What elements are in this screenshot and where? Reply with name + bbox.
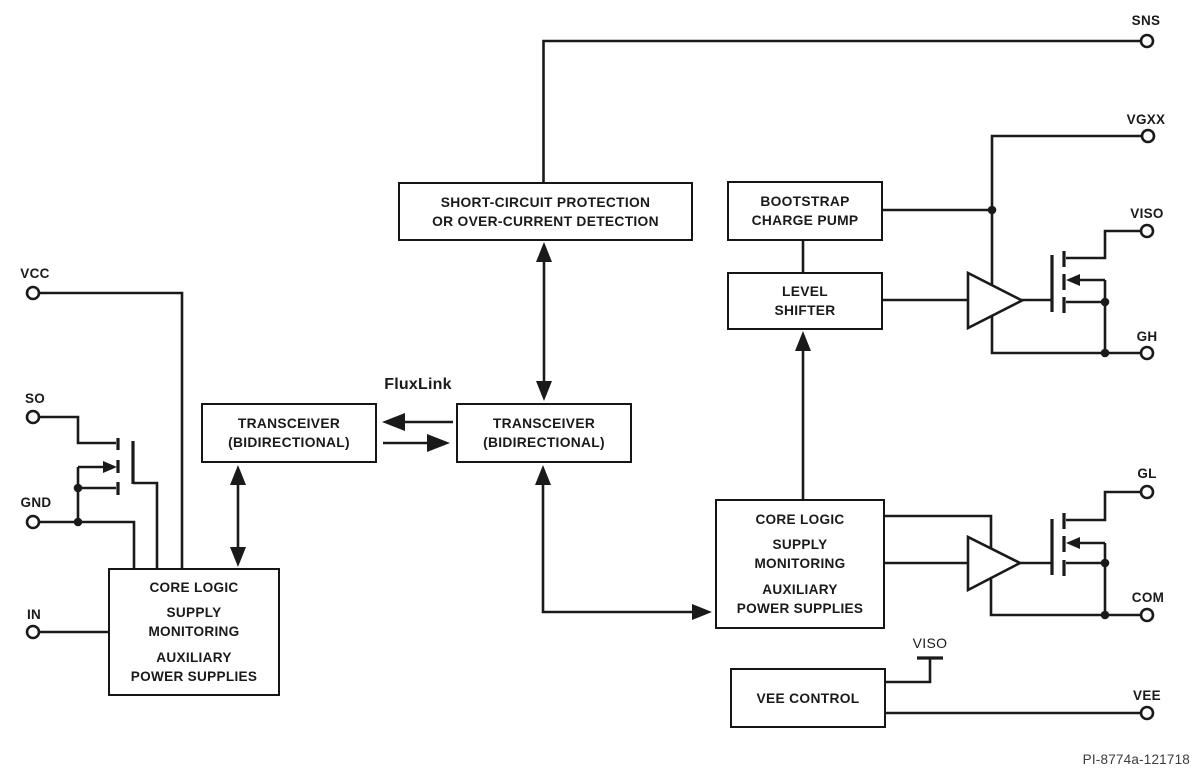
terminal-gnd-pin (25, 514, 41, 530)
block-label-line: CHARGE PUMP (751, 213, 859, 228)
block-label-line: SHIFTER (774, 303, 836, 318)
block-label-line: MONITORING (148, 624, 240, 639)
block-label-line: VEE CONTROL (756, 690, 860, 706)
block-label-line: LEVEL (782, 284, 828, 299)
terminal-vee-label: VEE (1133, 688, 1161, 703)
terminal-viso-top-label: VISO (1130, 206, 1164, 221)
terminal-viso-top-pin (1139, 223, 1155, 239)
wire-left-gate (133, 481, 159, 568)
arrowhead-top-mosfet-body-icon (1066, 274, 1080, 286)
terminal-gl-pin (1139, 484, 1155, 500)
terminal-so-label: SO (24, 391, 46, 406)
terminal-in-pin (25, 624, 41, 640)
terminal-vcc-pin (25, 285, 41, 301)
arrowhead-left-down-icon (230, 547, 246, 567)
bootstrap-charge-pump-block: BOOTSTRAP CHARGE PUMP (727, 181, 883, 241)
terminal-sns-label: SNS (1131, 13, 1161, 28)
arrowhead-flux-right-icon (427, 434, 450, 452)
block-label-line: AUXILIARY (156, 650, 232, 665)
arrowhead-levelshifter-up-icon (795, 331, 811, 351)
gate-driver-buffer-top-icon (966, 270, 1025, 331)
core-logic-left-block: CORE LOGIC SUPPLY MONITORING AUXILIARY P… (108, 568, 280, 696)
terminal-gh-label: GH (1136, 329, 1158, 344)
arrowhead-flux-left-icon (382, 413, 405, 431)
arrowhead-center-down-icon (536, 381, 552, 401)
wire-gnd (39, 520, 136, 568)
block-label-line: OR OVER-CURRENT DETECTION (432, 213, 659, 229)
wire-vcc (39, 291, 184, 568)
arrowhead-core-right-icon (692, 604, 712, 620)
terminal-com-pin (1139, 607, 1155, 623)
arrowhead-left-mosfet-body-icon (103, 461, 117, 473)
vee-control-block: VEE CONTROL (730, 668, 886, 728)
block-label-line: POWER SUPPLIES (130, 669, 258, 684)
terminal-vcc-label: VCC (20, 266, 50, 281)
fluxlink-label: FluxLink (384, 376, 452, 393)
terminal-gnd-label: GND (20, 495, 52, 510)
level-shifter-block: LEVEL SHIFTER (727, 272, 883, 330)
arrow-line-transceiver-to-core (541, 482, 695, 614)
gate-driver-buffer-bottom-icon (966, 534, 1023, 593)
block-label-line: TRANSCEIVER (492, 416, 596, 431)
block-label-line: SHORT-CIRCUIT PROTECTION (440, 194, 651, 210)
arrowhead-transceiver-up-icon (535, 465, 551, 485)
block-label-line: SUPPLY (166, 605, 222, 620)
terminal-in-label: IN (26, 607, 42, 622)
arrowhead-center-up-icon (536, 242, 552, 262)
terminal-vgxx-label: VGXX (1126, 112, 1166, 127)
figure-id-label: PI-8774a-121718 (1082, 752, 1190, 767)
block-label-line: POWER SUPPLIES (736, 601, 864, 616)
core-logic-right-block: CORE LOGIC SUPPLY MONITORING AUXILIARY P… (715, 499, 885, 629)
terminal-vgxx-pin (1140, 128, 1156, 144)
block-label-line: AUXILIARY (762, 582, 838, 597)
wire-bottom-drain-gl (1066, 490, 1141, 522)
junction-dot (73, 483, 83, 493)
block-label-line: (BIDIRECTIONAL) (228, 435, 350, 450)
wire-vgxx-gh-rail (990, 134, 1142, 355)
transceiver-right-block: TRANSCEIVER (BIDIRECTIONAL) (456, 403, 632, 463)
short-circuit-protection-block: SHORT-CIRCUIT PROTECTION OR OVER-CURRENT… (398, 182, 693, 241)
terminal-gh-pin (1139, 345, 1155, 361)
block-label-line: (BIDIRECTIONAL) (483, 435, 605, 450)
transceiver-left-block: TRANSCEIVER (BIDIRECTIONAL) (201, 403, 377, 463)
arrowhead-bottom-mosfet-body-icon (1066, 537, 1080, 549)
wire-sns (542, 39, 1141, 183)
block-label-line: MONITORING (754, 556, 846, 571)
wire-viso-bottom (885, 658, 932, 684)
junction-dot (73, 517, 83, 527)
terminal-so-pin (25, 409, 41, 425)
junction-dot (987, 205, 997, 215)
terminal-sns-pin (1139, 33, 1155, 49)
junction-dot (1100, 348, 1110, 358)
junction-dot (1100, 558, 1110, 568)
terminal-viso-bottom-label: VISO (912, 635, 948, 651)
block-label-line: CORE LOGIC (149, 580, 239, 595)
wire-so-drain (39, 415, 116, 445)
terminal-gl-label: GL (1137, 466, 1157, 481)
arrowhead-left-up-icon (230, 465, 246, 485)
block-label-line: CORE LOGIC (755, 512, 845, 527)
block-label-line: SUPPLY (772, 537, 828, 552)
block-label-line: BOOTSTRAP (760, 194, 850, 209)
block-label-line: TRANSCEIVER (237, 416, 341, 431)
junction-dot (1100, 610, 1110, 620)
terminal-vee-pin (1139, 705, 1155, 721)
junction-dot (1100, 297, 1110, 307)
wire-top-drain-viso (1066, 229, 1141, 260)
terminal-com-label: COM (1131, 590, 1165, 605)
